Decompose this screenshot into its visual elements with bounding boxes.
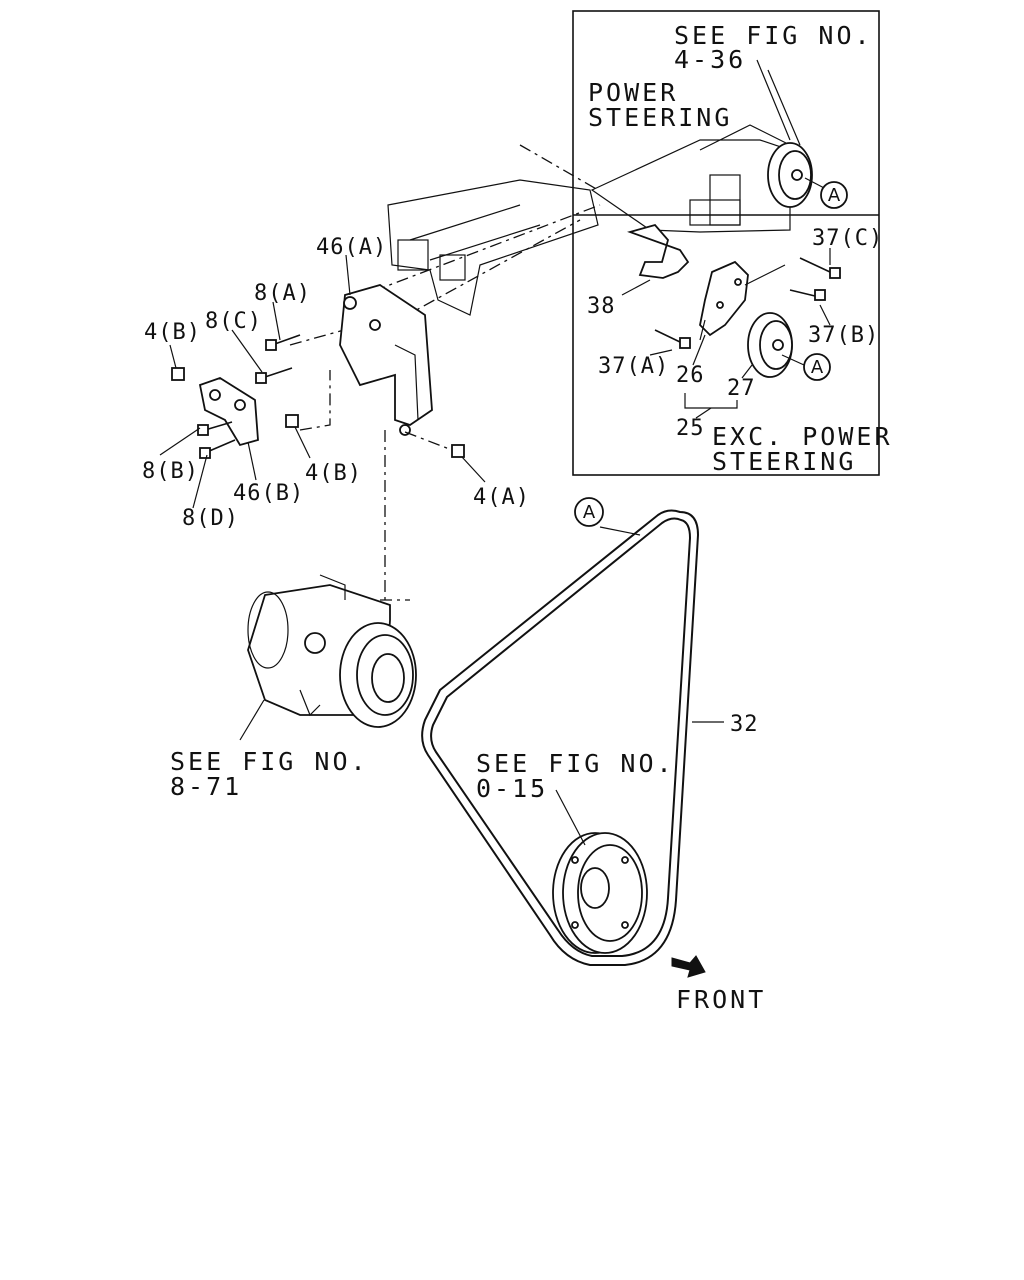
callout-8a: 8(A) bbox=[254, 281, 311, 306]
exc-power-steering-line2: STEERING bbox=[712, 447, 856, 476]
callout-37c: 37(C) bbox=[812, 226, 883, 251]
marker-a-belt-text: A bbox=[583, 502, 596, 523]
inset-top-see-fig-line2: 4-36 bbox=[674, 45, 746, 74]
crank-see-fig-line1: SEE FIG NO. bbox=[476, 749, 675, 778]
bracket-46b bbox=[198, 377, 259, 447]
power-steering-line2: STEERING bbox=[588, 103, 732, 132]
dashed-alignment-lines bbox=[289, 204, 601, 601]
crank-pulley bbox=[552, 789, 648, 954]
marker-a-belt: A bbox=[574, 497, 604, 527]
callout-4b-bottom: 4(B) bbox=[305, 461, 362, 486]
exc-power-steering-line1: EXC. POWER bbox=[712, 422, 893, 451]
bolts-inset bbox=[654, 257, 841, 349]
callout-37b: 37(B) bbox=[808, 323, 879, 348]
bolts-bracket bbox=[171, 334, 465, 459]
engine-block bbox=[387, 144, 599, 316]
callout-38: 38 bbox=[587, 294, 616, 319]
marker-a-top-text: A bbox=[828, 185, 841, 206]
callout-25: 25 bbox=[676, 416, 705, 441]
inset-box bbox=[572, 10, 880, 476]
power-steering-line1: POWER bbox=[588, 78, 678, 107]
callout-8d: 8(D) bbox=[182, 506, 239, 531]
marker-a-inset-text: A bbox=[811, 357, 824, 378]
callout-37a: 37(A) bbox=[598, 354, 669, 379]
callout-4b-top: 4(B) bbox=[144, 320, 201, 345]
callout-27: 27 bbox=[727, 376, 756, 401]
compressor-see-fig-line2: 8-71 bbox=[170, 772, 242, 801]
idler-pulley bbox=[747, 312, 805, 378]
callout-46b: 46(B) bbox=[233, 481, 304, 506]
power-steering-pump bbox=[590, 59, 829, 233]
front-arrow-icon bbox=[671, 955, 706, 978]
ac-compressor bbox=[239, 574, 417, 741]
callout-26: 26 bbox=[676, 363, 705, 388]
front-label: FRONT bbox=[676, 985, 766, 1014]
callout-8c: 8(C) bbox=[205, 309, 262, 334]
marker-a-inset: A bbox=[803, 353, 831, 381]
bracket-46a bbox=[339, 284, 433, 436]
callout-8b: 8(B) bbox=[142, 459, 199, 484]
bracket-leader-lines bbox=[159, 254, 486, 509]
crank-see-fig-line2: 0-15 bbox=[476, 774, 548, 803]
callout-32: 32 bbox=[730, 712, 759, 737]
inset-top-see-fig-line1: SEE FIG NO. bbox=[674, 21, 873, 50]
callout-46a: 46(A) bbox=[316, 235, 387, 260]
inset-leader-lines bbox=[621, 248, 831, 419]
drive-belt bbox=[421, 509, 724, 966]
callout-4a: 4(A) bbox=[473, 485, 530, 510]
marker-a-top: A bbox=[820, 181, 848, 209]
idler-bracket bbox=[627, 223, 786, 341]
compressor-see-fig-line1: SEE FIG NO. bbox=[170, 747, 369, 776]
